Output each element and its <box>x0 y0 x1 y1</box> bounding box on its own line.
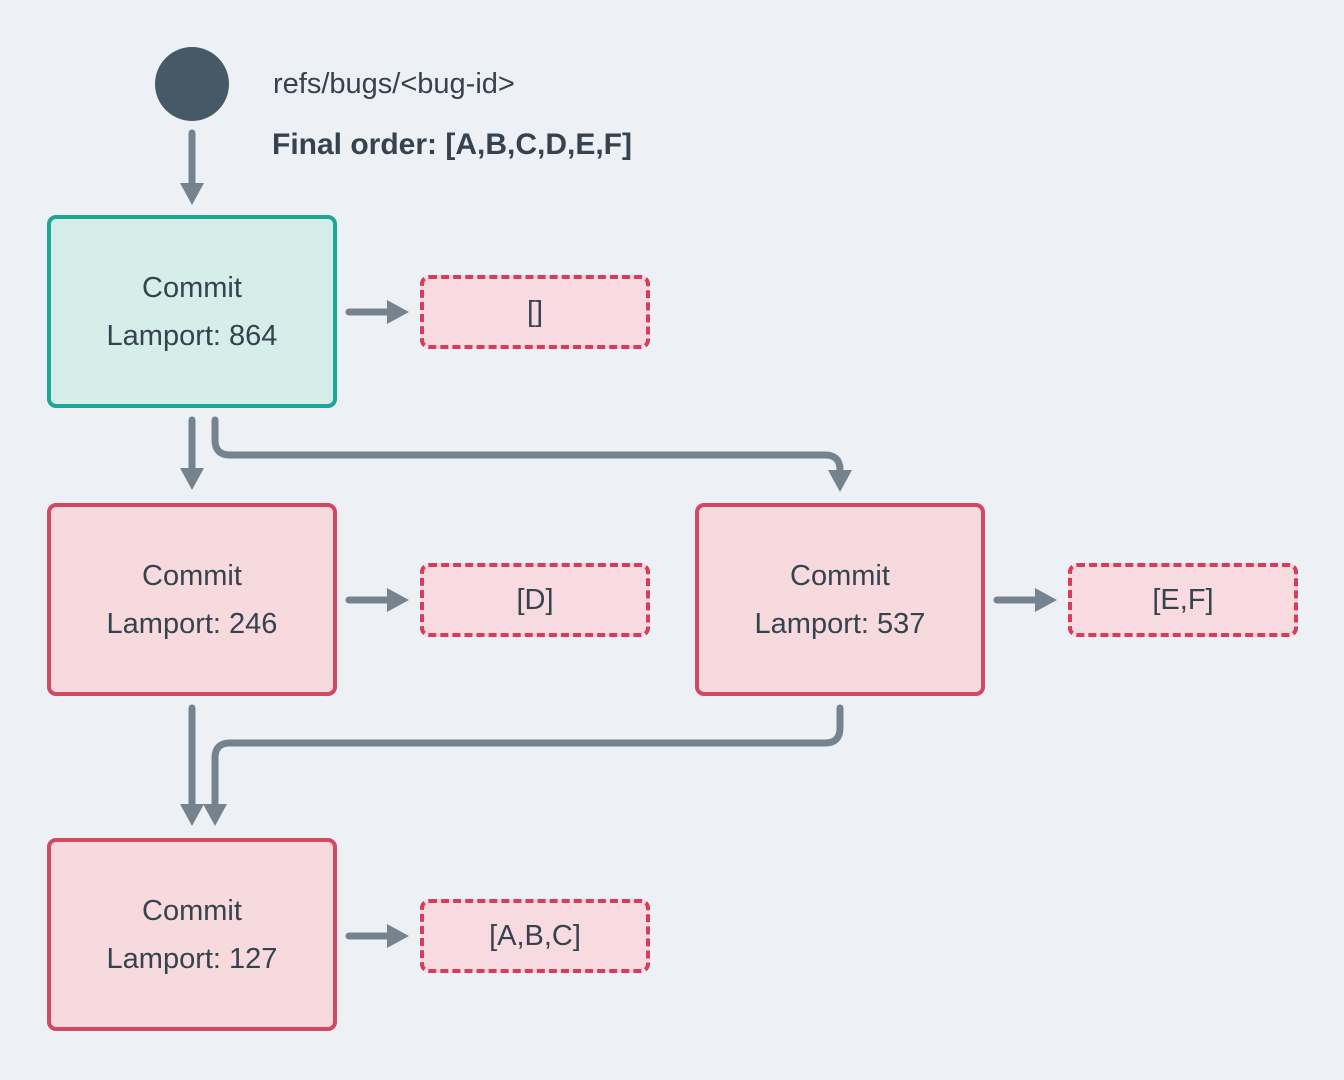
bugs-list-label: [D] <box>516 583 554 616</box>
commit-title: Commit <box>142 559 242 592</box>
bugs-list-commit-246: [D] <box>420 563 650 637</box>
bugs-list-label: [] <box>526 295 544 328</box>
bugs-list-commit-864: [] <box>420 275 650 349</box>
commit-lamport: Lamport: 537 <box>754 607 926 640</box>
commit-node-537: Commit Lamport: 537 <box>695 503 985 696</box>
commit-lamport: Lamport: 246 <box>106 607 278 640</box>
commit-title: Commit <box>790 559 890 592</box>
bugs-list-commit-537: [E,F] <box>1068 563 1298 637</box>
commit-title: Commit <box>142 271 242 304</box>
final-order-label: Final order: [A,B,C,D,E,F] <box>272 128 632 161</box>
edge-commit-537-to-commit-127 <box>203 704 844 826</box>
commit-title: Commit <box>142 894 242 927</box>
commit-node-246: Commit Lamport: 246 <box>47 503 337 696</box>
ref-label: refs/bugs/<bug-id> <box>273 68 515 100</box>
bugs-list-label: [A,B,C] <box>489 919 581 952</box>
edge-commit-864-to-commit-537 <box>211 416 852 492</box>
commit-lamport: Lamport: 127 <box>106 942 278 975</box>
commit-node-864: Commit Lamport: 864 <box>47 215 337 408</box>
commit-lamport: Lamport: 864 <box>106 319 278 352</box>
bugs-list-commit-127: [A,B,C] <box>420 899 650 973</box>
bugs-list-label: [E,F] <box>1152 583 1214 616</box>
commit-node-127: Commit Lamport: 127 <box>47 838 337 1031</box>
ref-head-dot <box>155 47 229 121</box>
